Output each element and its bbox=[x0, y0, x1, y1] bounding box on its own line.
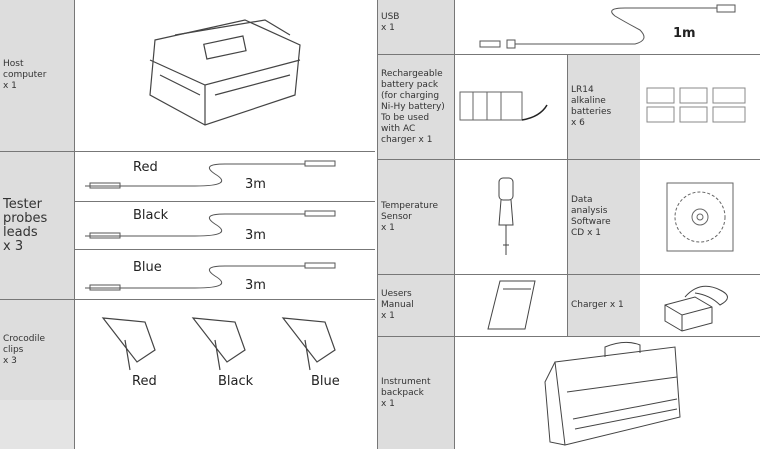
crocodile-clip-icons bbox=[101, 317, 336, 371]
probe-cable-icon bbox=[85, 262, 336, 291]
temperature-sensor-cell bbox=[455, 160, 568, 275]
temperature-sensor-icon bbox=[498, 177, 514, 255]
probe-lead-blue: Blue 3m bbox=[75, 250, 375, 300]
probe-cable-icon bbox=[85, 210, 336, 239]
battery-pack-icon bbox=[459, 91, 548, 121]
usb-cable-icon bbox=[479, 4, 736, 49]
charger-cell bbox=[640, 275, 760, 337]
batteries-icon bbox=[646, 87, 746, 123]
host-computer-case-icon bbox=[149, 19, 301, 126]
charger-icon bbox=[664, 285, 728, 332]
temperature-sensor-label: Temperature Sensor x 1 bbox=[378, 160, 455, 275]
usb-cell: 1m bbox=[455, 0, 760, 55]
lead-length: 3m bbox=[245, 177, 266, 192]
alkaline-batteries-label: LR14 alkaline batteries x 6 bbox=[568, 55, 640, 160]
host-computer-image-cell bbox=[75, 0, 375, 152]
manual-icon bbox=[487, 280, 536, 330]
tester-probes-label: Tester probes leads x 3 bbox=[0, 152, 75, 300]
probe-cable-icon bbox=[85, 160, 336, 189]
empty-label-cell bbox=[0, 400, 75, 449]
probe-lead-black: Black 3m bbox=[75, 202, 375, 250]
lead-color: Red bbox=[133, 160, 158, 175]
usb-label: USB x 1 bbox=[378, 0, 455, 55]
probe-lead-red: Red 3m bbox=[75, 152, 375, 202]
host-computer-label: Host computer x 1 bbox=[0, 0, 75, 152]
lead-color: Blue bbox=[133, 260, 162, 275]
software-cd-cell bbox=[640, 160, 760, 275]
instrument-backpack-label: Instrument backpack x 1 bbox=[378, 337, 455, 449]
lead-length: 3m bbox=[245, 278, 266, 293]
charger-label: Charger x 1 bbox=[568, 275, 640, 337]
table-divider bbox=[377, 0, 378, 449]
lead-length: 3m bbox=[245, 228, 266, 243]
battery-pack-cell bbox=[455, 55, 568, 160]
backpack-icon bbox=[544, 341, 681, 446]
users-manual-cell bbox=[455, 275, 568, 337]
clip-color: Red bbox=[132, 374, 157, 389]
crocodile-clips-label: Crocodile clips x 3 bbox=[0, 300, 75, 400]
clip-color: Blue bbox=[311, 374, 340, 389]
lead-color: Black bbox=[133, 208, 169, 223]
instrument-backpack-cell bbox=[455, 337, 760, 449]
crocodile-clips-cell: Red Black Blue bbox=[75, 300, 375, 400]
usb-length: 1m bbox=[673, 26, 696, 41]
clip-color: Black bbox=[218, 374, 254, 389]
battery-pack-label: Rechargeable battery pack (for charging … bbox=[378, 55, 455, 160]
software-cd-label: Data analysis Software CD x 1 bbox=[568, 160, 640, 275]
users-manual-label: Uesers Manual x 1 bbox=[378, 275, 455, 337]
cd-icon bbox=[666, 182, 734, 252]
alkaline-batteries-cell bbox=[640, 55, 760, 160]
